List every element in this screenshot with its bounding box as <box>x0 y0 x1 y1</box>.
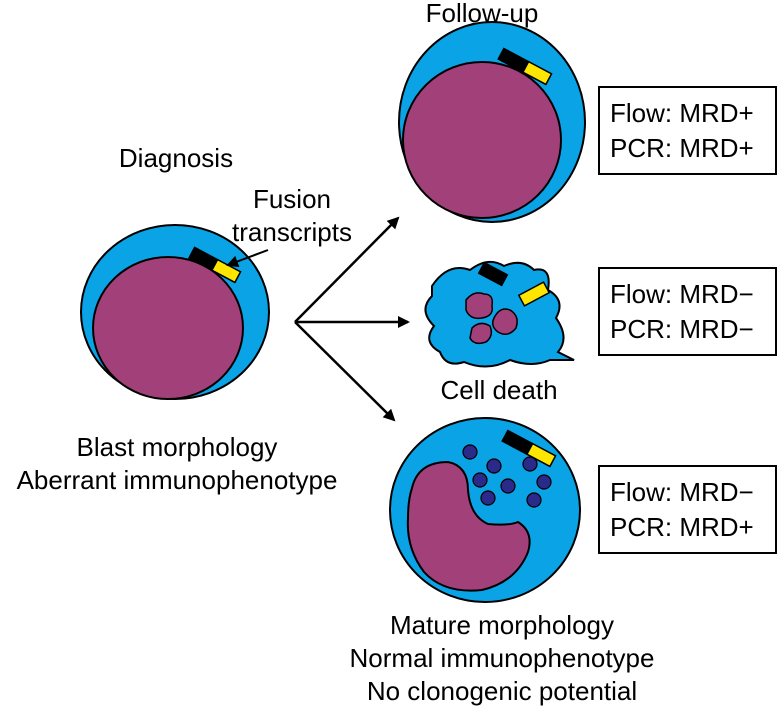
apoptotic-transcript-light <box>517 281 551 307</box>
branch-arrows <box>294 216 410 422</box>
cell-death-label: Cell death <box>440 375 557 405</box>
followup-flow-result: Flow: MRD+ <box>610 98 754 128</box>
diagnosis-nucleus <box>92 256 244 400</box>
followup-blast-cell <box>398 21 586 223</box>
apoptotic-transcript-dark <box>477 261 509 287</box>
granule <box>500 478 516 494</box>
granule <box>472 472 488 488</box>
mature-description-line1: Mature morphology <box>390 610 614 640</box>
nuclear-fragment-3 <box>469 322 493 345</box>
followup-fusion-transcript-icon <box>497 47 553 86</box>
mature-description-line2: Normal immunophenotype <box>350 643 655 673</box>
diagnosis-description-line2: Aberrant immunophenotype <box>17 465 338 495</box>
arrow-to-mature <box>294 321 396 422</box>
diagnosis-fusion-transcript-icon <box>187 246 242 284</box>
follow-up-label: Follow-up <box>426 0 539 28</box>
mature-flow-result: Flow: MRD− <box>610 477 754 507</box>
result-box-cell-death: Flow: MRD− PCR: MRD− <box>598 267 777 356</box>
cell-death-pcr-result: PCR: MRD− <box>610 314 754 344</box>
result-box-mature: Flow: MRD− PCR: MRD+ <box>598 465 777 554</box>
apoptotic-cell <box>424 260 575 368</box>
mature-nucleus <box>406 460 531 592</box>
diagnosis-cell <box>80 224 270 400</box>
mature-cell <box>389 417 581 603</box>
cell-death-flow-result: Flow: MRD− <box>610 279 754 309</box>
granule <box>526 492 542 508</box>
fusion-pointer-arrow <box>226 249 269 268</box>
granule <box>536 474 552 490</box>
mature-pcr-result: PCR: MRD+ <box>610 512 754 542</box>
nuclear-fragment-1 <box>465 292 494 320</box>
arrow-to-followup <box>294 216 400 323</box>
granule <box>480 490 496 506</box>
result-box-followup: Flow: MRD+ PCR: MRD+ <box>598 86 777 175</box>
nuclear-fragment-2 <box>491 308 518 335</box>
followup-pcr-result: PCR: MRD+ <box>610 133 754 163</box>
diagnosis-description-line1: Blast morphology <box>77 432 278 462</box>
mature-fusion-transcript-icon <box>501 429 557 468</box>
mature-description-line3: No clonogenic potential <box>367 676 637 706</box>
followup-nucleus <box>402 61 562 219</box>
granule <box>522 456 538 472</box>
fusion-transcripts-label-line1: Fusion <box>253 184 331 214</box>
granule <box>462 444 478 460</box>
diagnosis-label: Diagnosis <box>119 143 233 173</box>
fusion-transcripts-label-line2: transcripts <box>232 217 352 247</box>
granule <box>486 458 502 474</box>
